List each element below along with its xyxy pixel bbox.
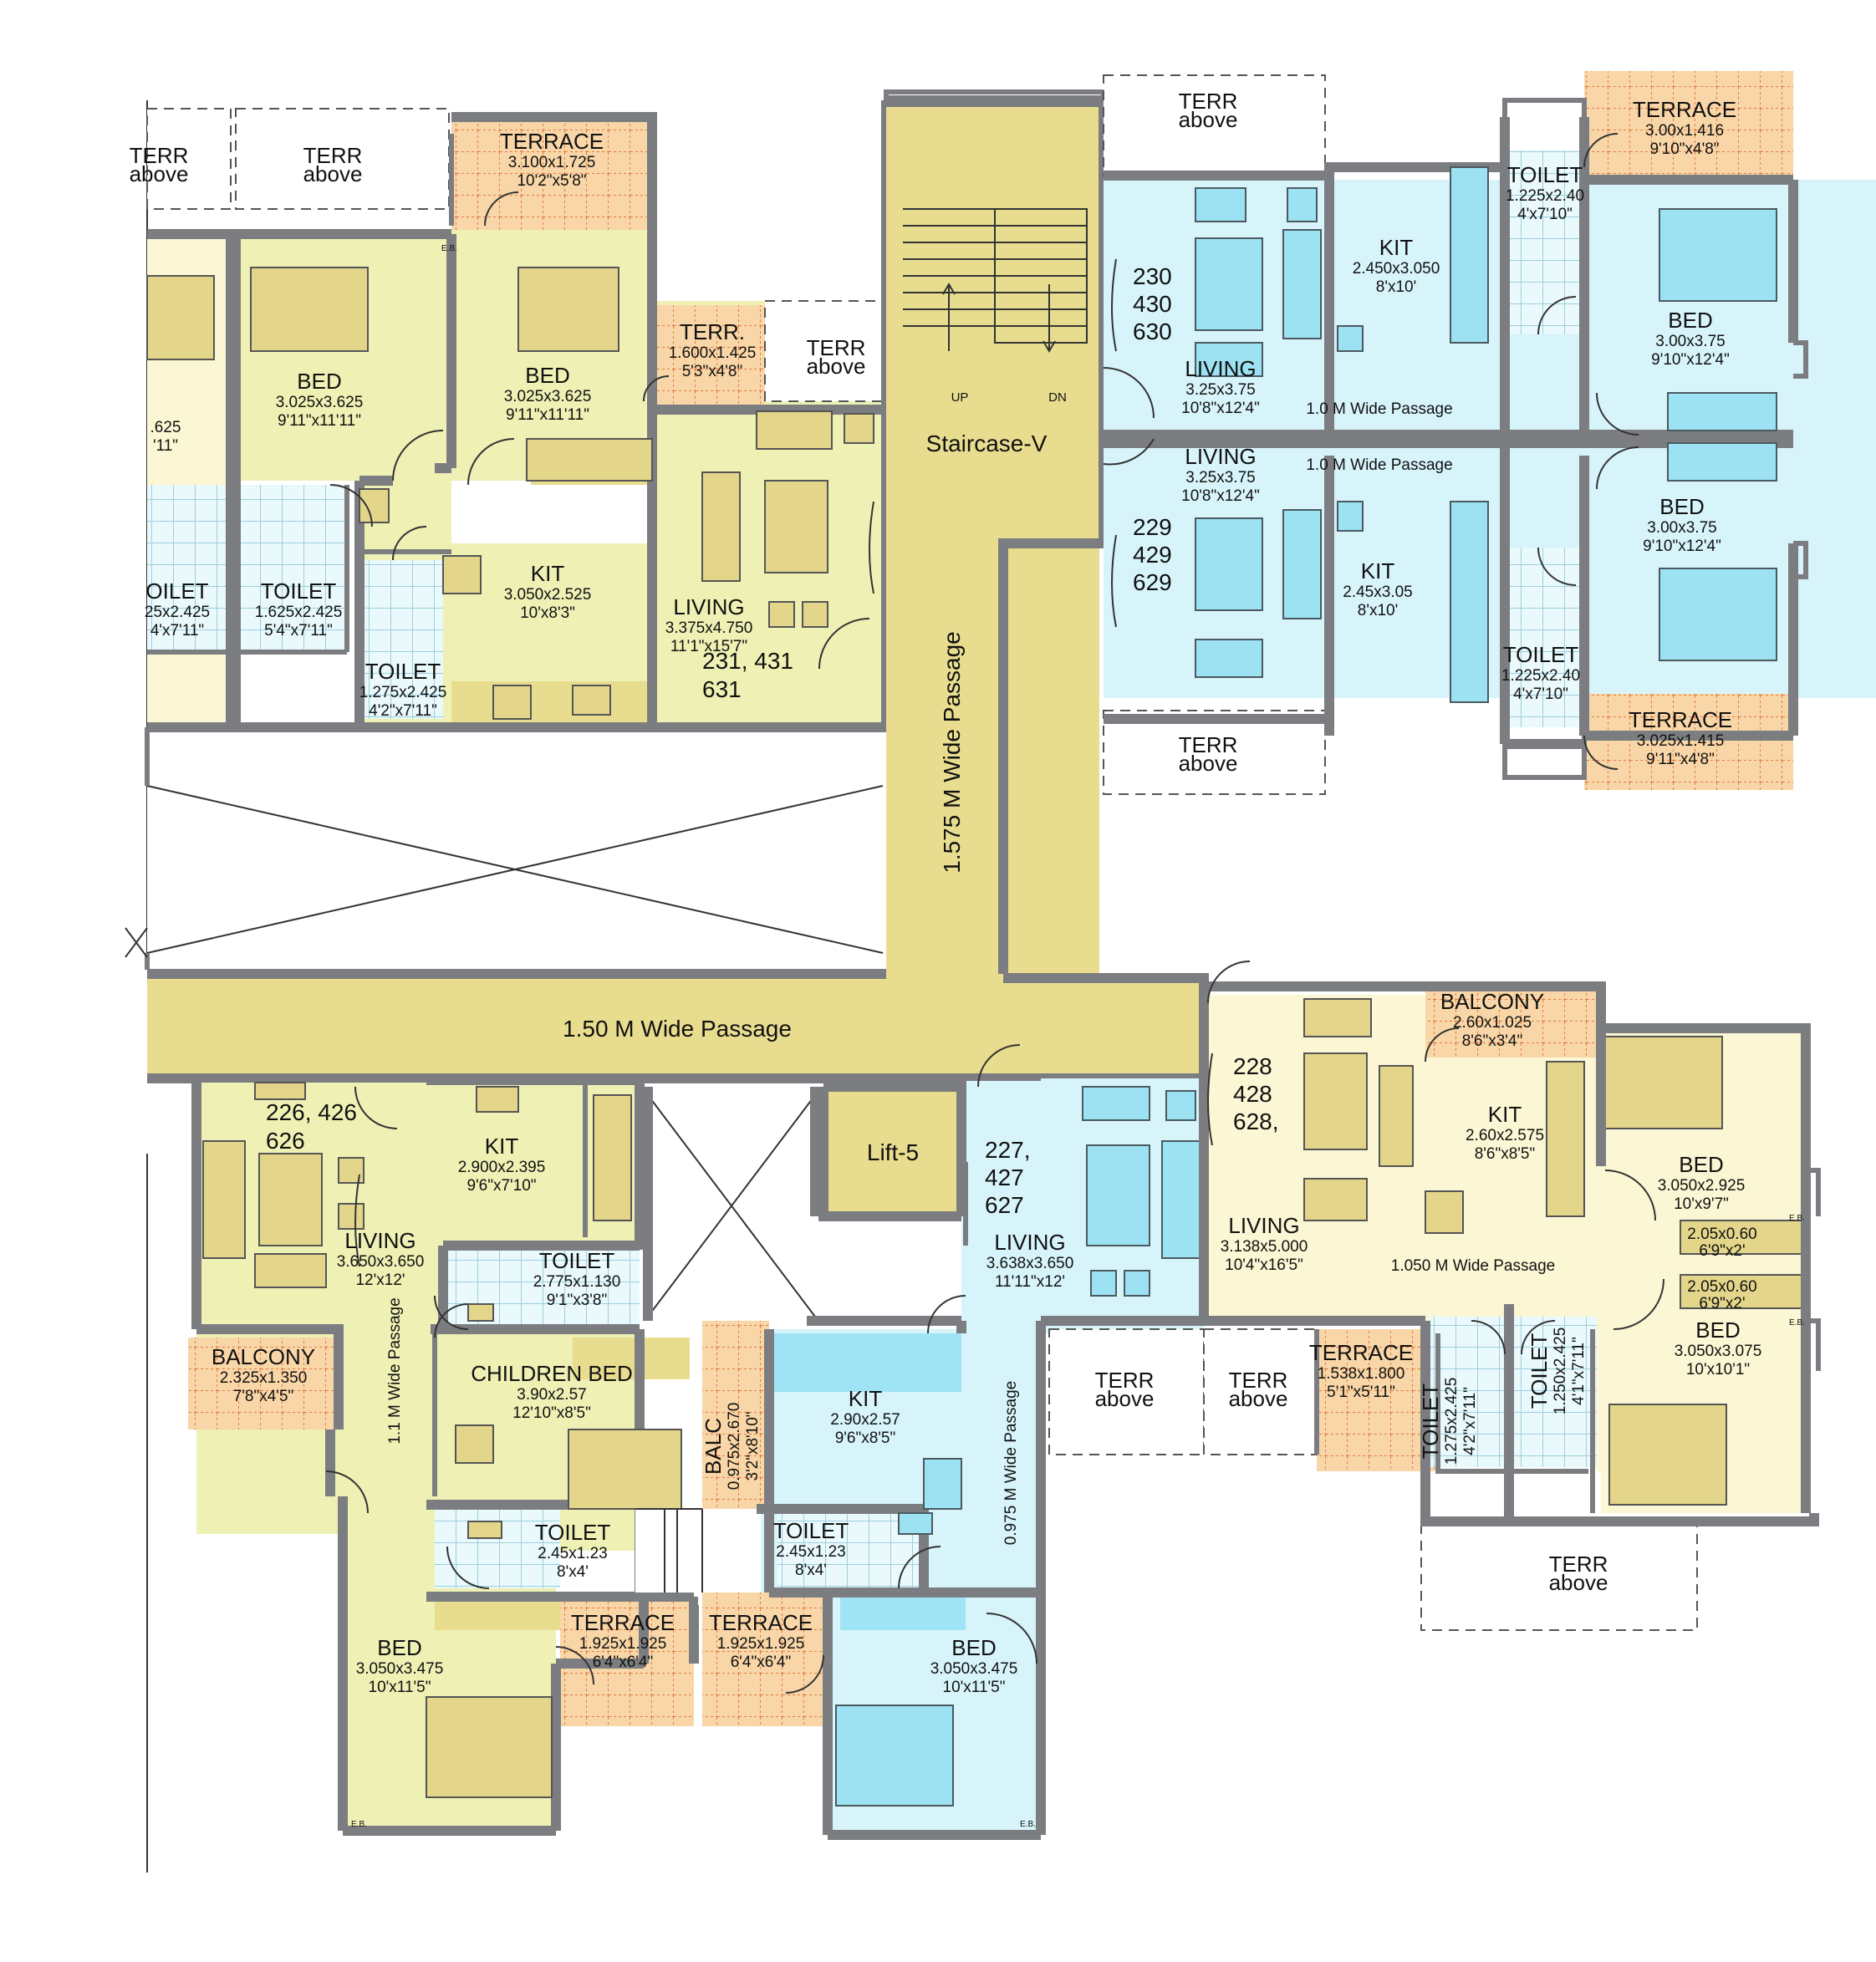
void-left <box>145 727 884 970</box>
passage-11-label: 1.1 M Wide Passage <box>386 1297 404 1444</box>
horizontal-passage-label: 1.50 M Wide Passage <box>563 1016 792 1042</box>
eb-mark: E.B. <box>1789 1318 1805 1328</box>
unit-231 <box>146 100 891 732</box>
stair-dn-label: DN <box>1048 390 1067 405</box>
room-label: TOILET1.275x2.4254'2"x7'11" <box>1418 1378 1479 1465</box>
room-label: BALC0.975x2.6703'2"x8'10" <box>701 1403 762 1491</box>
room-label: .625'11" <box>150 419 181 455</box>
horizontal-passage <box>125 927 1209 1083</box>
unit-230-229 <box>1103 71 1876 795</box>
passage-1m-label: 1.0 M Wide Passage <box>1306 400 1452 418</box>
terr-above-area <box>764 300 883 402</box>
terr-above-edge <box>146 108 232 210</box>
staircase-core <box>884 89 1109 978</box>
terr-above-area <box>235 108 450 210</box>
staircase-label: Staircase-V <box>926 431 1048 456</box>
lift-label: Lift-5 <box>867 1139 919 1165</box>
unit-226 <box>188 1078 699 1836</box>
passage-0975-label: 0.975 M Wide Passage <box>1002 1381 1020 1545</box>
eb-mark: E.B. <box>351 1820 367 1829</box>
passage-1050-label: 1.050 M Wide Passage <box>1391 1257 1555 1275</box>
eb-mark: E.B. <box>1020 1820 1036 1829</box>
unit-228 <box>1048 961 1821 1631</box>
vertical-passage-label: 1.575 M Wide Passage <box>939 631 965 874</box>
circulation-labels: Staircase-V UP DN 1.575 M Wide Passage 1… <box>386 390 1555 1545</box>
room-label: TOILET1.250x2.4254'1"x7'11" <box>1527 1328 1588 1415</box>
eb-mark: E.B. <box>441 244 457 253</box>
eb-marks: E.B. E.B. E.B. E.B. E.B. <box>351 244 1805 1829</box>
stair-up-label: UP <box>951 390 969 405</box>
eb-mark: E.B. <box>1789 1214 1805 1223</box>
passage-1m-label: 1.0 M Wide Passage <box>1306 456 1452 474</box>
